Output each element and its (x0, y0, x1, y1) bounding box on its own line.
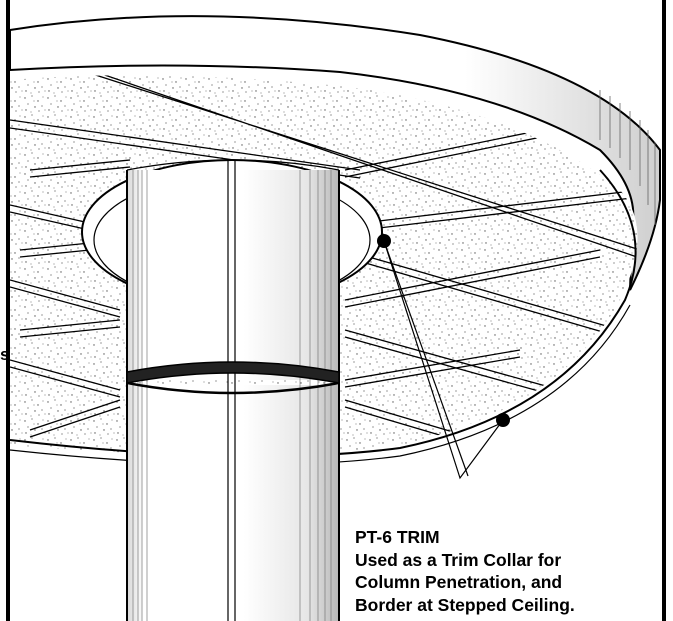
column (126, 159, 340, 621)
caption-line-2: Column Penetration, and (355, 572, 563, 592)
callout-leader (383, 240, 504, 480)
ceiling-rim (9, 15, 661, 291)
caption-line-3: Border at Stepped Ceiling. (355, 594, 575, 615)
caption-line-1: Used as a Trim Collar for (355, 549, 562, 570)
edge-fragment: s (0, 345, 10, 364)
trim-title: PT-6 TRIM (355, 527, 440, 547)
ceiling-rim-hatch (599, 90, 656, 225)
trim-caption: PT-6 TRIM Used as a Trim Collar for Colu… (355, 526, 655, 616)
callout-leader-2 (383, 240, 469, 477)
